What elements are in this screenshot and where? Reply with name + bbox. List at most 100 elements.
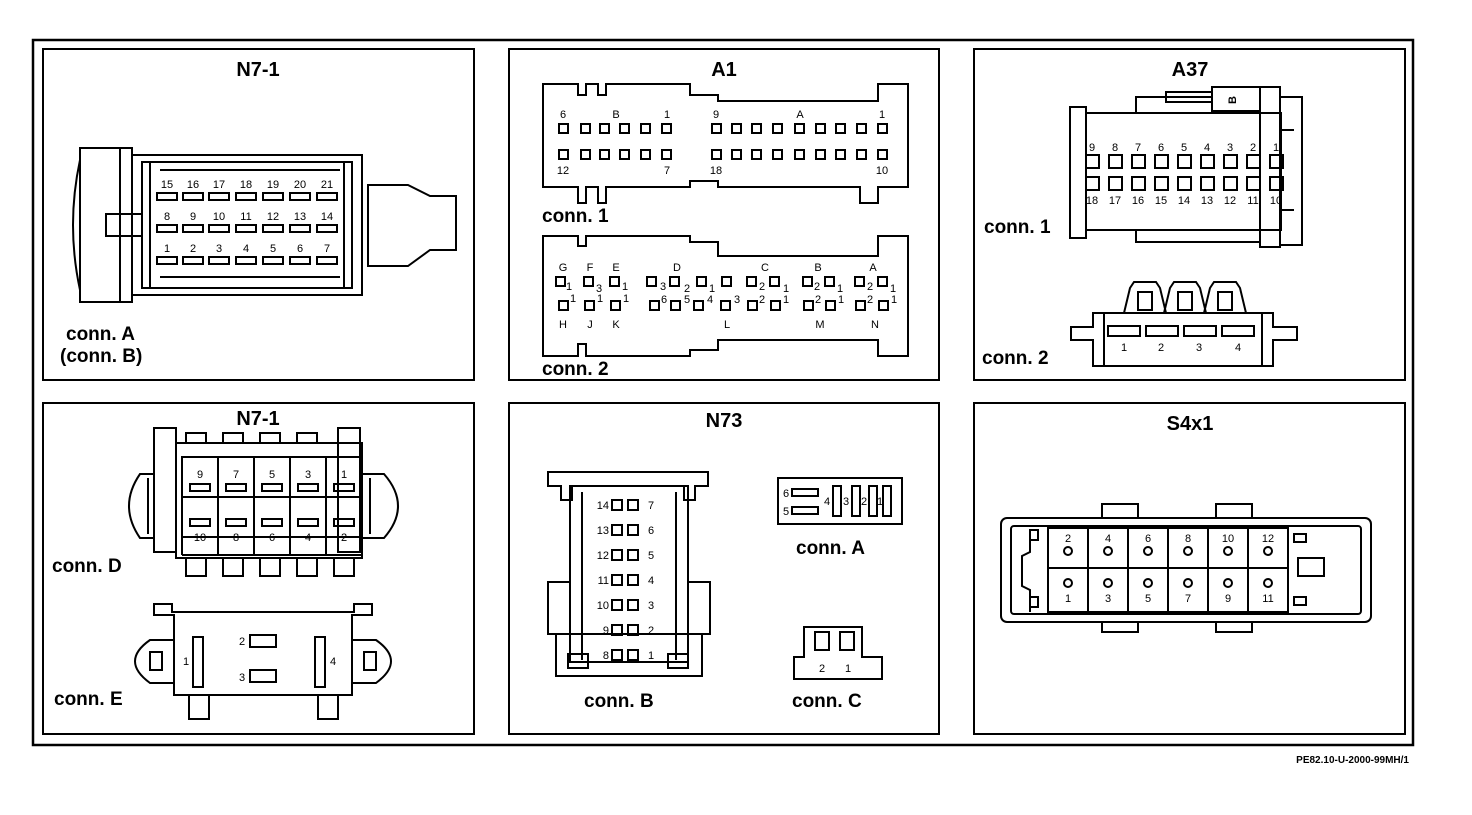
conn-label: conn. 1 [542, 206, 609, 227]
pin-row-bottom [558, 300, 889, 311]
panel-frame [508, 402, 940, 735]
panel-frame [42, 402, 475, 735]
pin-label: 3 [216, 243, 222, 255]
pin-label: 8 [1112, 142, 1118, 154]
panel-title: N7-1 [236, 59, 279, 81]
pin-label: J [587, 319, 593, 331]
pin-label: 17 [1109, 195, 1121, 207]
pin-label: A [796, 109, 804, 121]
panel-frame [42, 48, 475, 381]
pin-label: H [559, 319, 567, 331]
pin-label: 21 [321, 179, 333, 191]
reference-code: PE82.10-U-2000-99MH/1 [1296, 755, 1409, 766]
pin-label: F [587, 262, 594, 274]
pin-label: 1 [879, 109, 885, 121]
pin-label: 5 [270, 243, 276, 255]
pin-label: 2 [1065, 533, 1071, 545]
pin-label: 7 [648, 500, 654, 512]
pin-label: 13 [294, 211, 306, 223]
pin-label: E [612, 262, 619, 274]
connector-e-shape [134, 603, 392, 720]
panel-frame [973, 402, 1406, 735]
pin-label: K [612, 319, 620, 331]
pin-label: 3 [1105, 593, 1111, 605]
pin-label: 4 [707, 294, 713, 306]
panel-frame [973, 48, 1406, 381]
conn-label: conn. E [54, 689, 123, 710]
conn-label: conn. A [66, 324, 135, 345]
pin-label: 4 [648, 575, 654, 587]
pin-label: 7 [1185, 593, 1191, 605]
pin-label: 1 [845, 663, 851, 675]
pin-label: 2 [814, 281, 820, 293]
pin-label: M [815, 319, 824, 331]
pin-label: 8 [233, 532, 239, 544]
panel-a37: A37 B 9 8 7 6 5 4 3 2 [973, 48, 1406, 381]
pin-label: 9 [603, 625, 609, 637]
pin-label: 10 [597, 600, 609, 612]
pin-label: 1 [1273, 142, 1279, 154]
pin-label: 1 [664, 109, 670, 121]
connector-1-shape [542, 83, 909, 204]
pin-label: 1 [838, 294, 844, 306]
pin-row-bottom [558, 149, 888, 160]
panel-frame [508, 48, 940, 381]
pin-label: 14 [321, 211, 333, 223]
pin-label: 13 [1201, 195, 1213, 207]
connector-shape [1000, 503, 1372, 633]
pin-label: L [724, 319, 730, 331]
pin-label: 12 [557, 165, 569, 177]
pin-row-bottom [1085, 176, 1284, 191]
pin-label: 2 [190, 243, 196, 255]
tab-label: B [1227, 96, 1239, 104]
pin-label: G [559, 262, 568, 274]
pin-label: 4 [243, 243, 249, 255]
pin-label: B [814, 262, 821, 274]
pin-row-top [555, 276, 888, 287]
pin-label: 4 [1204, 142, 1210, 154]
pin-label: 4 [1105, 533, 1111, 545]
pin-label: 9 [1225, 593, 1231, 605]
pin-label: 8 [164, 211, 170, 223]
pin-label: 14 [1178, 195, 1190, 207]
pin-label: 5 [783, 506, 789, 518]
pin-label: 2 [341, 532, 347, 544]
connector-d-shape [128, 427, 399, 577]
pin-label: 6 [783, 488, 789, 500]
pin-label: 11 [598, 575, 609, 587]
pin-label: 1 [837, 283, 843, 295]
pin-label: 1 [623, 293, 629, 305]
conn-label: conn. C [792, 691, 862, 712]
pin-label: 12 [267, 211, 279, 223]
connector-c-shape [793, 626, 883, 680]
pin-label: 4 [330, 656, 336, 668]
pin-label: 20 [294, 179, 306, 191]
pin-label: 8 [1185, 533, 1191, 545]
pin-label: 3 [1227, 142, 1233, 154]
pin-label: 2 [1158, 342, 1164, 354]
pin-label: D [673, 262, 681, 274]
pin-label: 10 [194, 532, 206, 544]
pin-label: 1 [341, 469, 347, 481]
connector-b-shape [547, 471, 711, 677]
pin-label: 9 [197, 469, 203, 481]
pin-label: 2 [1250, 142, 1256, 154]
pin-label: 1 [597, 293, 603, 305]
pin-label: A [869, 262, 877, 274]
pin-label: 6 [269, 532, 275, 544]
pin-label: 4 [305, 532, 311, 544]
pin-label: 2 [648, 625, 654, 637]
pin-label: 6 [1145, 533, 1151, 545]
pin-label: 3 [734, 294, 740, 306]
pin-label: 10 [876, 165, 888, 177]
panel-a1: A1 6 B 1 9 A 1 12 7 18 10 conn. 1 [508, 48, 940, 381]
pin-label: 6 [661, 294, 667, 306]
pin-label: 1 [164, 243, 170, 255]
pin-label: 16 [1132, 195, 1144, 207]
pin-label: 5 [648, 550, 654, 562]
connector-a-shape [72, 147, 457, 303]
pin-label: B [612, 109, 619, 121]
pin-label: 14 [597, 500, 609, 512]
pin-row-bottom [156, 256, 338, 265]
